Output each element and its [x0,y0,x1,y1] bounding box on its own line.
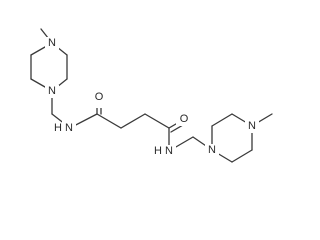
atom-h-left-amide: H [54,122,62,134]
atom-n-top-ring: N [48,37,56,49]
bond-lines [30,28,273,163]
chemical-structure-diagram: N N O N H O N H N N [30,28,273,163]
atom-n-right-ring-left: N [208,144,216,156]
bond [170,124,184,133]
atom-labels: N N O N H O N H N N [45,37,259,158]
atom-o-right-carbonyl: O [180,113,189,125]
bond [120,113,146,129]
atom-n-bottom-ring: N [48,85,56,97]
bond [211,113,233,127]
bond [231,149,253,163]
bond [144,113,170,129]
atom-n-right-ring-right: N [248,120,256,132]
atom-n-right-amide: N [165,145,173,157]
bond [96,113,122,129]
atom-o-left-carbonyl: O [95,91,104,103]
atom-h-right-amide: H [154,145,162,157]
atom-n-left-amide: N [65,122,73,134]
